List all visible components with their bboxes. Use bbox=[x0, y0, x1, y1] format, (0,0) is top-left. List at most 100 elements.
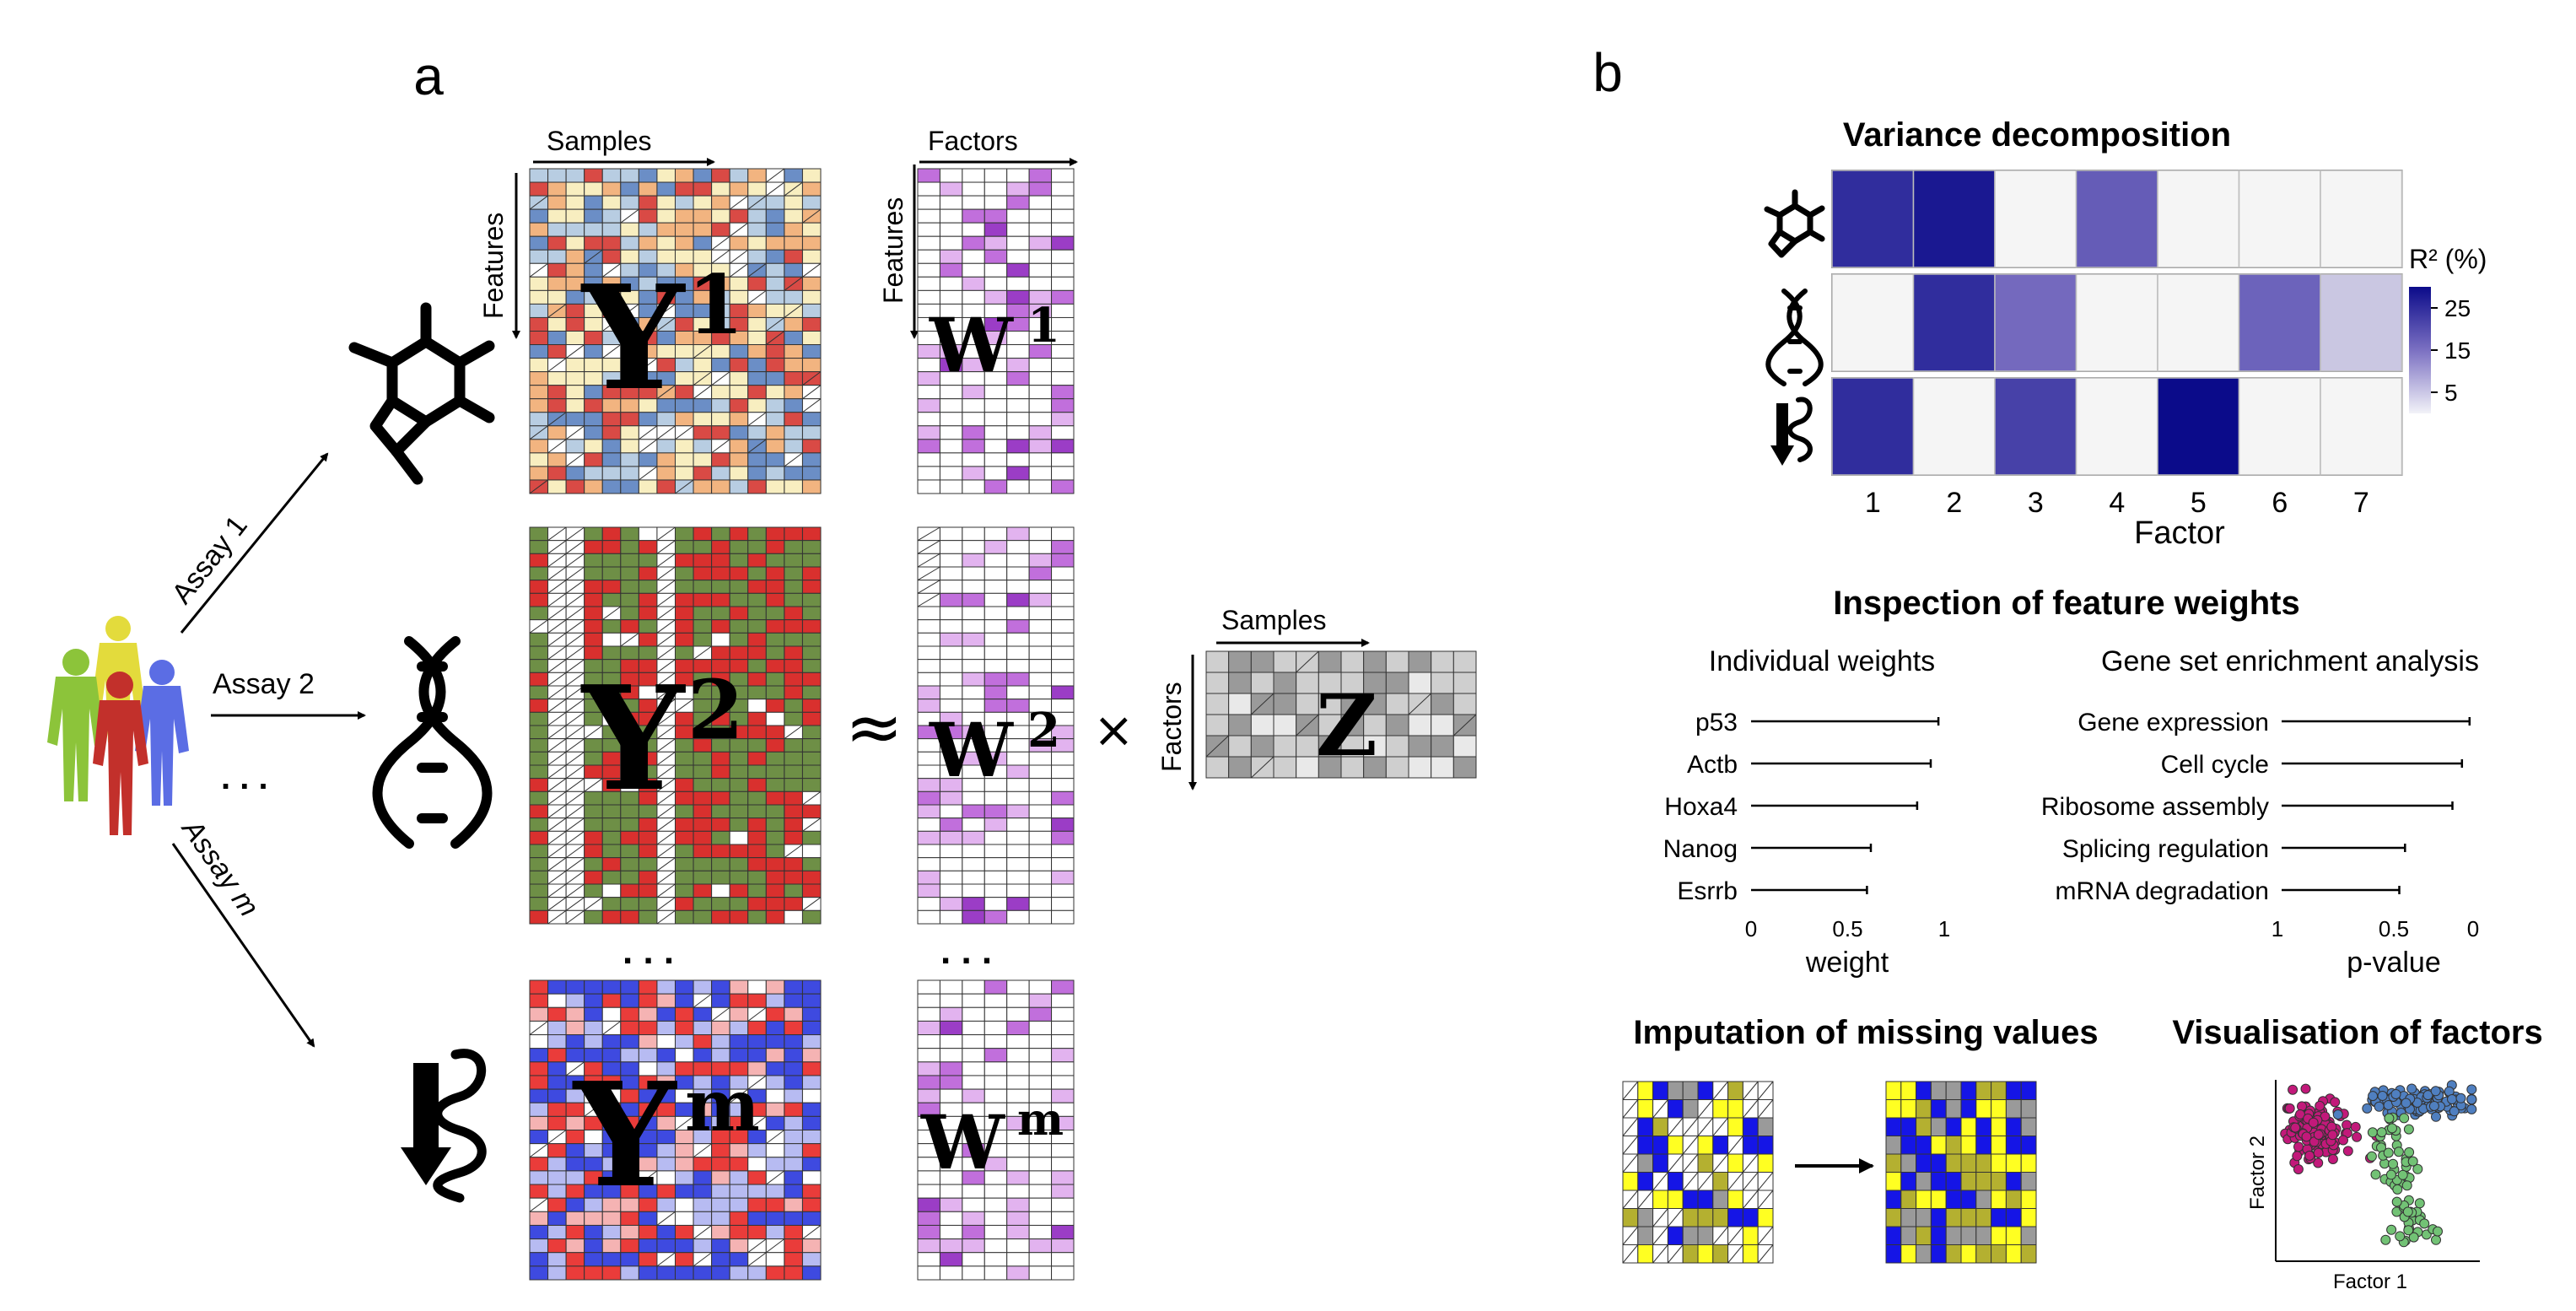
w1-cell bbox=[917, 452, 940, 467]
w1-cell bbox=[1028, 479, 1053, 494]
y2-cell bbox=[711, 566, 730, 581]
heatmap-x-tick: 4 bbox=[2109, 487, 2125, 519]
w1-cell bbox=[1028, 398, 1053, 413]
y2-cell bbox=[620, 897, 639, 911]
missing-value-mark bbox=[1712, 1226, 1728, 1245]
missing-value-mark bbox=[1712, 1117, 1728, 1136]
missing-value-mark bbox=[584, 249, 603, 264]
assay-2-label: Assay 2 bbox=[213, 668, 315, 700]
y2-cell bbox=[529, 897, 549, 911]
y1-cell bbox=[784, 425, 803, 440]
imputation-after-cell bbox=[2005, 1117, 2022, 1136]
scatter-point bbox=[2290, 1122, 2301, 1133]
scatter-point bbox=[2419, 1218, 2430, 1229]
wm-cell bbox=[1006, 1170, 1030, 1185]
y1-cell bbox=[784, 195, 803, 210]
w2-cell bbox=[1006, 685, 1030, 700]
y1-cell bbox=[675, 452, 694, 467]
imputation-after-cell bbox=[1945, 1190, 1962, 1209]
weight-gene-label: p53 bbox=[1695, 709, 1738, 736]
scatter-point bbox=[2407, 1156, 2418, 1167]
y1-cell bbox=[529, 385, 549, 400]
y2-cell bbox=[693, 540, 713, 554]
w1-cell bbox=[939, 181, 963, 197]
missing-value-mark bbox=[547, 553, 567, 568]
samples-axis-label-z: Samples bbox=[1221, 605, 1327, 635]
y1-cell bbox=[711, 168, 730, 183]
y2-cell bbox=[729, 830, 749, 845]
y1-cell bbox=[675, 222, 694, 237]
w2-cell bbox=[962, 897, 985, 911]
scatter-point bbox=[2397, 1169, 2408, 1180]
w2-cell bbox=[1051, 844, 1075, 859]
wm-cell bbox=[917, 1075, 940, 1090]
w1-cell bbox=[1028, 249, 1053, 264]
y1-cell bbox=[784, 358, 803, 373]
y1-cell bbox=[656, 208, 676, 224]
ym-cell bbox=[729, 1224, 749, 1240]
missing-value-mark bbox=[565, 870, 585, 885]
w1-cell bbox=[1051, 195, 1075, 210]
y1-cell bbox=[584, 168, 603, 183]
weight-x-tick: 1 bbox=[1938, 916, 1950, 941]
y2-cell bbox=[529, 804, 549, 819]
missing-value-mark bbox=[547, 685, 567, 700]
missing-value-mark bbox=[656, 685, 676, 700]
w2-cell bbox=[1028, 685, 1053, 700]
imputation-after-cell bbox=[1975, 1226, 1992, 1245]
y1-cell bbox=[675, 168, 694, 183]
w1-cell bbox=[1028, 276, 1053, 291]
y2-cell bbox=[747, 540, 767, 554]
w1-cell bbox=[1028, 168, 1053, 183]
z-cell bbox=[1408, 735, 1432, 758]
missing-value-mark bbox=[620, 358, 639, 373]
missing-value-mark bbox=[565, 751, 585, 766]
y2-cell bbox=[801, 566, 822, 581]
label-w1: W 1 bbox=[929, 298, 1060, 389]
imputation-after-cell bbox=[1991, 1244, 2007, 1264]
missing-value-mark bbox=[547, 778, 567, 792]
y1-cell bbox=[675, 195, 694, 210]
w1-cell bbox=[962, 398, 985, 413]
y2-cell bbox=[801, 909, 822, 925]
w1-cell bbox=[939, 249, 963, 264]
w2-cell bbox=[917, 619, 940, 634]
ym-cell bbox=[529, 1048, 549, 1063]
missing-value-mark bbox=[693, 385, 712, 400]
y2-cell bbox=[801, 606, 822, 621]
y2-cell bbox=[747, 897, 767, 911]
y1-cell bbox=[801, 466, 822, 481]
heatmap-x-tick: 1 bbox=[1865, 487, 1881, 519]
ym-cell bbox=[729, 1238, 749, 1254]
y2-cell bbox=[784, 540, 803, 554]
w1-cell bbox=[1006, 479, 1030, 494]
matrix-z bbox=[1205, 650, 1477, 779]
ym-cell bbox=[529, 1130, 549, 1145]
y1-cell bbox=[656, 235, 676, 251]
w1-cell bbox=[1006, 208, 1030, 224]
y2-cell bbox=[529, 566, 549, 581]
missing-value-mark bbox=[711, 439, 730, 454]
wm-cell bbox=[1028, 1252, 1053, 1267]
missing-value-mark bbox=[917, 540, 940, 554]
imputation-after-cell bbox=[1900, 1172, 1917, 1191]
ym-cell bbox=[711, 1197, 730, 1212]
y2-cell bbox=[765, 883, 785, 898]
missing-value-mark bbox=[747, 1252, 767, 1267]
y2-cell bbox=[529, 659, 549, 673]
ym-cell bbox=[765, 1252, 785, 1267]
w1-cell bbox=[917, 168, 940, 183]
imputation-after-cell bbox=[1930, 1190, 1947, 1209]
missing-value-mark bbox=[547, 606, 567, 621]
y1-cell bbox=[801, 344, 822, 359]
y2-cell bbox=[693, 870, 713, 885]
individual-weights-title: Individual weights bbox=[1709, 645, 1935, 677]
gsea-set-label: Cell cycle bbox=[2161, 751, 2269, 779]
missing-value-mark bbox=[601, 317, 622, 332]
missing-value-mark bbox=[747, 1115, 767, 1130]
imputation-before-cell bbox=[1742, 1226, 1759, 1245]
w2-cell bbox=[939, 870, 963, 885]
gsea-set-label: mRNA degradation bbox=[2056, 877, 2269, 905]
y1-cell bbox=[784, 289, 803, 305]
ym-cell bbox=[747, 1265, 767, 1281]
